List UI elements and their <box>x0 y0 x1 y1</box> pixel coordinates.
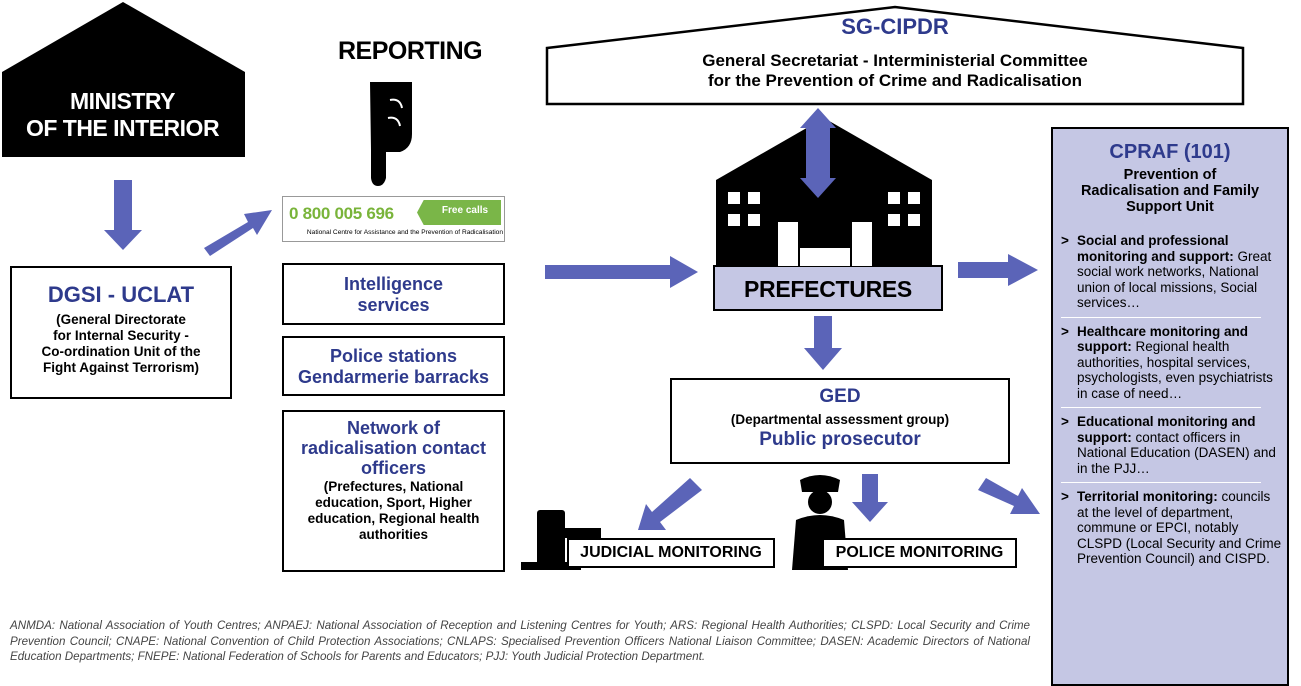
cpraf-item-heading: Social and professional monitoring and s… <box>1077 233 1234 264</box>
dgsi-title: DGSI - UCLAT <box>47 282 195 307</box>
divider <box>1061 316 1261 318</box>
ged-subtitle: (Departmental assessment group) <box>730 412 950 427</box>
police-monitoring-label: POLICE MONITORING <box>835 544 1004 561</box>
hotline-subtitle: National Centre for Assistance and the P… <box>306 229 503 236</box>
cpraf-item-social: > Social and professional monitoring and… <box>1061 233 1285 311</box>
network-title-line-1: Network of <box>346 418 440 438</box>
public-prosecutor-label: Public prosecutor <box>759 429 921 450</box>
dgsi-sub-line-3: Co-ordination Unit of the <box>41 344 201 359</box>
cpraf-sub-line-1: Prevention of <box>1123 167 1217 183</box>
intelligence-line-1: Intelligence <box>343 274 444 294</box>
intelligence-services-box: Intelligence services <box>282 263 505 325</box>
chevron-right-icon: > <box>1061 233 1069 248</box>
dgsi-sub-line-1: (General Directorate <box>56 312 186 327</box>
gavel-icon <box>521 510 601 570</box>
ged-title: GED <box>819 386 861 407</box>
sg-cipdr-outline <box>545 5 1245 106</box>
cpraf-item-territorial: > Territorial monitoring: councils at th… <box>1061 489 1285 567</box>
reporting-title: REPORTING <box>338 37 483 65</box>
divider <box>1061 407 1261 408</box>
cpraf-title: CPRAF (101) <box>1109 141 1231 163</box>
prefectures-label: PREFECTURES <box>744 276 912 302</box>
cpraf-item-heading: Healthcare monitoring and support: <box>1077 323 1249 355</box>
cpraf-subtitle: Prevention of Radicalisation and Family … <box>1053 167 1287 215</box>
network-sub-line-3: education, Regional health <box>307 511 480 526</box>
cpraf-item-heading: Educational monitoring and support: <box>1077 414 1256 445</box>
cpraf-sub-line-2: Radicalisation and Family <box>1080 183 1260 199</box>
cpraf-item-body: Regional health authorities, hospital se… <box>1077 339 1273 401</box>
chevron-right-icon: > <box>1061 414 1069 429</box>
building-icon <box>713 118 943 311</box>
hotline-banner: 0 800 005 696 Free calls& service Nation… <box>282 196 505 242</box>
contact-officers-network-box: Network of radicalisation contact office… <box>282 410 505 572</box>
police-line-1: Police stations <box>329 346 458 366</box>
network-sub-line-4: authorities <box>358 527 428 542</box>
network-title-line-3: officers <box>360 458 427 478</box>
arrow-icon <box>104 108 1040 530</box>
divider <box>1061 482 1261 483</box>
network-sub-line-2: education, Sport, Higher <box>315 495 472 510</box>
police-stations-box: Police stations Gendarmerie barracks <box>282 336 505 396</box>
cpraf-item-educational: > Educational monitoring and support: co… <box>1061 414 1285 476</box>
sg-cipdr-line-1: General Secretariat - Interministerial C… <box>702 51 1088 70</box>
cpraf-item-body: Great social work networks, National uni… <box>1077 248 1272 311</box>
cpraf-sub-line-3: Support Unit <box>1126 199 1214 215</box>
network-sub-line-1: (Prefectures, National <box>323 479 464 494</box>
cpraf-box: CPRAF (101) Prevention of Radicalisation… <box>1051 127 1289 686</box>
ministry-line-1: MINISTRY <box>69 88 176 114</box>
cpraf-item-heading: Territorial monitoring: <box>1077 489 1218 504</box>
hotline-number: 0 800 005 696 <box>289 204 394 223</box>
cpraf-item-body: contact officers in National Education (… <box>1077 429 1276 476</box>
ministry-title: MINISTRY OF THE INTERIOR <box>0 88 245 142</box>
ged-box: GED (Departmental assessment group) Publ… <box>670 378 1010 464</box>
dgsi-subtitle: (General Directorate for Internal Securi… <box>16 312 226 376</box>
free-calls-line-1: Free calls <box>441 205 489 216</box>
dgsi-sub-line-2: for Internal Security - <box>53 328 189 343</box>
free-calls-badge: Free calls& service <box>417 200 501 225</box>
dgsi-sub-line-4: Fight Against Terrorism) <box>42 360 199 375</box>
cpraf-item-healthcare: > Healthcare monitoring and support: Reg… <box>1061 324 1285 402</box>
chevron-right-icon: > <box>1061 323 1069 339</box>
cpraf-item-body: councils at the level of department, com… <box>1077 489 1282 566</box>
sg-cipdr-line-2: for the Prevention of Crime and Radicali… <box>707 71 1083 90</box>
network-title-line-2: radicalisation contact <box>300 438 487 458</box>
intelligence-line-2: services <box>357 295 430 315</box>
house-roof-icon <box>2 2 245 157</box>
dgsi-uclat-box: DGSI - UCLAT (General Directorate for In… <box>10 266 232 399</box>
police-monitoring-box: POLICE MONITORING <box>822 538 1017 568</box>
sg-cipdr-subtitle: General Secretariat - Interministerial C… <box>545 51 1245 91</box>
pointing-hand-icon <box>370 82 412 186</box>
judicial-monitoring-label: JUDICIAL MONITORING <box>580 544 762 561</box>
cpraf-list: > Social and professional monitoring and… <box>1061 233 1285 567</box>
judicial-monitoring-box: JUDICIAL MONITORING <box>567 538 775 568</box>
ministry-line-2: OF THE INTERIOR <box>25 115 220 141</box>
sg-cipdr-title: SG-CIPDR <box>841 14 949 39</box>
chevron-right-icon: > <box>1061 489 1069 504</box>
police-line-2: Gendarmerie barracks <box>297 367 490 387</box>
abbreviations-footnote: ANMDA: National Association of Youth Cen… <box>10 619 1030 663</box>
